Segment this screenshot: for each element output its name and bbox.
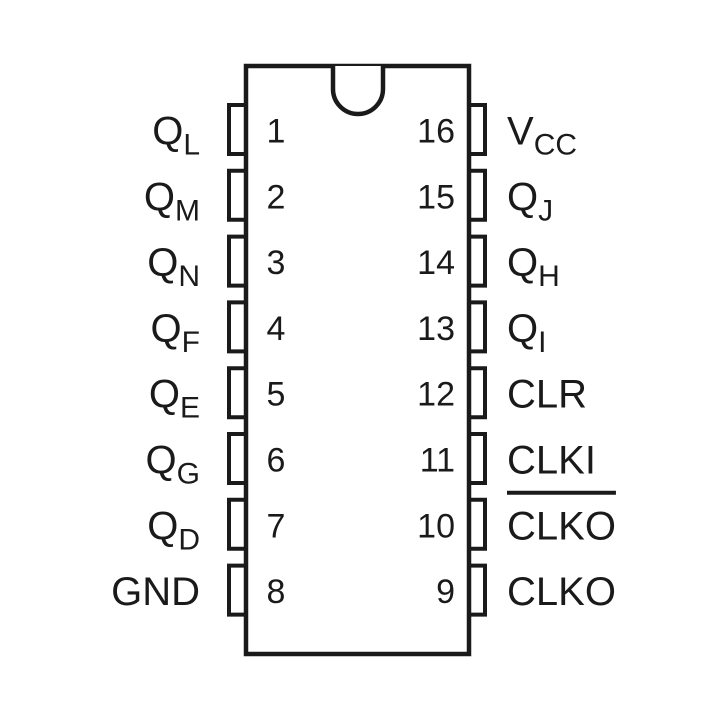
pin-5-lead <box>227 366 246 420</box>
pin-3-label-main: Q <box>147 241 178 285</box>
ic-body <box>243 63 472 657</box>
pin-8-lead <box>227 563 246 617</box>
pin-9-label: CLKO <box>507 570 616 614</box>
pin-6-label-sub: G <box>177 458 200 491</box>
pin-15-label-sub: J <box>538 194 553 227</box>
pin-14-label-main: Q <box>507 241 538 285</box>
pin-10-number: 10 <box>417 507 455 545</box>
pin-11-label-main: CLKI <box>507 439 596 483</box>
pin-5-number: 5 <box>267 376 286 414</box>
pin-10-label-main: CLKO <box>507 504 616 548</box>
pin-11-label: CLKI <box>507 439 596 483</box>
pin-8-label: GND <box>111 570 200 614</box>
orientation-notch <box>330 66 386 117</box>
pin-4-label: QF <box>151 307 200 359</box>
pin-5-label-sub: E <box>180 392 200 425</box>
pin-9-lead <box>469 563 487 617</box>
pin-10-label: CLKO <box>507 504 616 548</box>
pin-16-label-sub: CC <box>534 129 577 162</box>
pin-3-lead <box>227 234 246 288</box>
pin-3-label: QN <box>147 241 200 293</box>
pin-16-number: 16 <box>417 113 455 151</box>
pin-15-number: 15 <box>417 178 455 216</box>
pin-13-label-main: Q <box>507 307 538 351</box>
pin-3-number: 3 <box>267 244 286 282</box>
pin-13-label: QI <box>507 307 546 359</box>
pin-12-label-main: CLR <box>507 373 587 417</box>
pin-7-label: QD <box>147 504 200 556</box>
pin-16-lead <box>469 103 487 156</box>
pin-11-lead <box>469 432 487 485</box>
pin-15-label: QJ <box>507 175 553 227</box>
pin-5-label-main: Q <box>149 373 180 417</box>
pin-14-lead <box>469 234 487 288</box>
pin-7-lead <box>227 497 246 551</box>
pin-9-number: 9 <box>436 573 455 611</box>
pin-8-label-main: GND <box>111 570 200 614</box>
pin-12-number: 12 <box>417 376 455 414</box>
pin-12-lead <box>469 366 487 420</box>
pin-14-label: QH <box>507 241 560 293</box>
pin-13-number: 13 <box>417 310 455 348</box>
pin-3-label-sub: N <box>178 260 200 293</box>
pin-1-lead <box>227 103 246 156</box>
pin-4-lead <box>227 300 246 354</box>
pin-2-label: QM <box>144 175 200 227</box>
pin-4-label-sub: F <box>182 326 200 359</box>
pin-12-label: CLR <box>507 373 587 417</box>
pin-10-lead <box>469 497 487 551</box>
pin-6-label: QG <box>146 439 200 491</box>
pin-7-number: 7 <box>267 507 286 545</box>
pin-13-label-sub: I <box>538 326 546 359</box>
pin-1-label-sub: L <box>183 129 200 162</box>
pin-13-lead <box>469 300 487 354</box>
pin-14-label-sub: H <box>538 260 560 293</box>
pin-8-number: 8 <box>267 573 286 611</box>
pin-2-label-sub: M <box>175 194 200 227</box>
pin-11-number: 11 <box>420 442 455 480</box>
pin-2-number: 2 <box>267 178 286 216</box>
pin-7-label-main: Q <box>147 504 178 548</box>
pin-6-lead <box>227 432 246 485</box>
pin-1-label-main: Q <box>152 110 183 154</box>
pin-4-number: 4 <box>267 310 286 348</box>
pin-2-label-main: Q <box>144 175 175 219</box>
pin-15-lead <box>469 168 487 222</box>
pin-5-label: QE <box>149 373 200 425</box>
pin-4-label-main: Q <box>151 307 182 351</box>
pin-6-label-main: Q <box>146 439 177 483</box>
pin-1-label: QL <box>152 110 200 162</box>
pin-14-number: 14 <box>417 244 455 282</box>
pin-9-label-main: CLKO <box>507 570 616 614</box>
pin-2-lead <box>227 168 246 222</box>
pin-16-label-main: V <box>507 110 534 154</box>
pin-6-number: 6 <box>267 442 286 480</box>
pin-16-label: VCC <box>507 110 577 162</box>
pin-1-number: 1 <box>267 113 286 151</box>
pin-7-label-sub: D <box>178 523 200 556</box>
pin-15-label-main: Q <box>507 175 538 219</box>
